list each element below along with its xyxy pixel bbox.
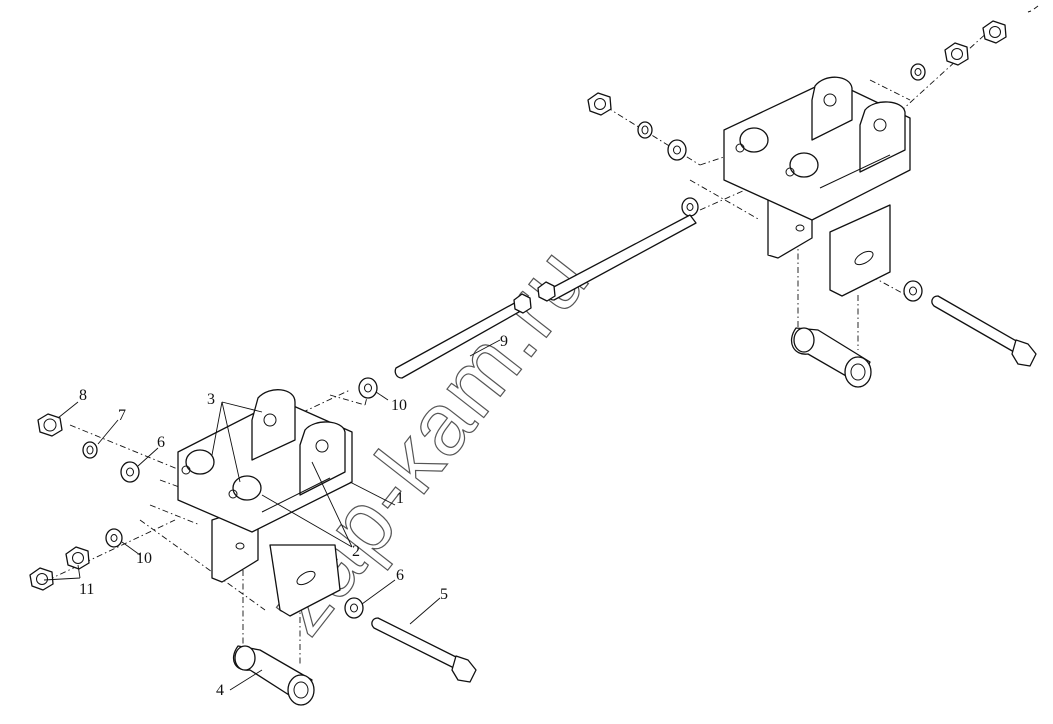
- right-long-bolt: [537, 214, 697, 302]
- right-washer-mid: [681, 197, 699, 217]
- callout-6-lower: 6: [396, 567, 404, 584]
- callout-4: 4: [216, 682, 224, 699]
- left-bushing-4: [233, 645, 315, 706]
- callout-3: 3: [207, 391, 215, 408]
- left-bolt-9: [394, 293, 532, 379]
- left-nuts-11: [29, 546, 90, 591]
- left-washer-6: [120, 461, 140, 483]
- right-washer-lower: [903, 280, 923, 302]
- callout-1: 1: [396, 490, 404, 507]
- callout-6-upper: 6: [157, 434, 165, 451]
- left-washer-6-lower: [344, 597, 364, 619]
- right-bracket: [723, 76, 911, 297]
- callout-2: 2: [352, 543, 360, 560]
- right-lock-washer: [637, 121, 653, 139]
- callout-8: 8: [79, 387, 87, 404]
- left-bolt-5: [371, 617, 477, 683]
- callout-labels: 8 7 6 3 1 2 9 10 10 11 6 5 4: [79, 333, 508, 699]
- right-nut-top-left: [587, 92, 612, 116]
- left-washer-10-upper: [358, 377, 378, 399]
- left-lock-washer-7: [82, 441, 98, 459]
- callout-11: 11: [79, 581, 94, 598]
- callout-10-lower: 10: [136, 550, 152, 567]
- callout-5: 5: [440, 586, 448, 603]
- left-nut-8: [37, 413, 63, 437]
- right-washer: [667, 139, 687, 161]
- right-nuts-top: [944, 20, 1007, 66]
- callout-7: 7: [118, 407, 126, 424]
- leader-lines: [43, 339, 501, 691]
- right-bolt-lower: [931, 295, 1037, 367]
- callout-10-upper: 10: [391, 397, 407, 414]
- left-bracket: [177, 389, 353, 617]
- right-washer-top-1: [910, 63, 926, 81]
- corner-mark: [1027, 5, 1039, 13]
- right-bushing: [791, 327, 872, 388]
- callout-9: 9: [500, 333, 508, 350]
- left-washer-10-lower: [105, 528, 123, 548]
